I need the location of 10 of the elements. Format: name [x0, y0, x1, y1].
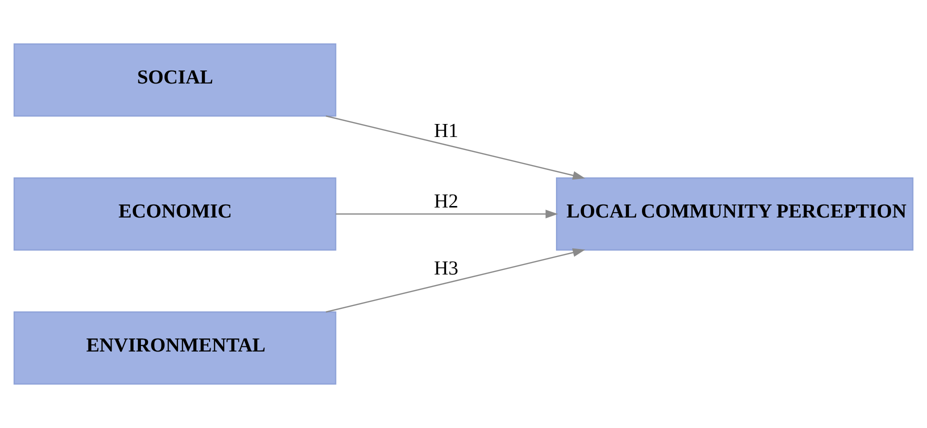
- edge-label: H3: [434, 258, 458, 280]
- node-box: LOCAL COMMUNITY PERCEPTION: [556, 177, 914, 251]
- node-box: SOCIAL: [14, 43, 336, 117]
- node-box: ENVIRONMENTAL: [14, 311, 336, 385]
- arrow: [336, 210, 558, 218]
- node-box: ECONOMIC: [14, 177, 336, 251]
- arrow: [326, 115, 586, 180]
- arrow: [326, 248, 586, 313]
- edge-label: H2: [434, 190, 458, 213]
- edge-label: H1: [434, 120, 458, 142]
